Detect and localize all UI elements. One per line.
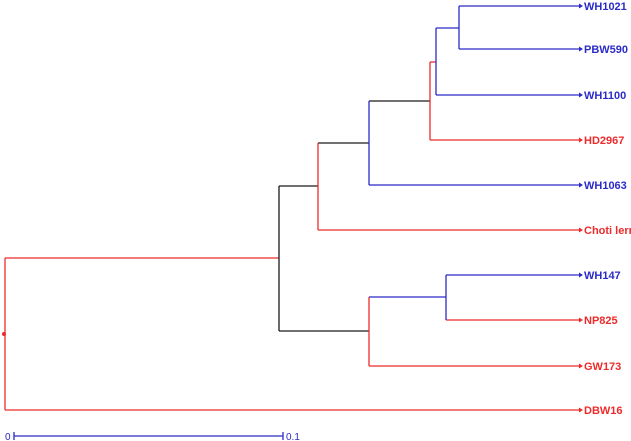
leaf-tip-marker [579,137,583,143]
leaf-tip-marker [579,3,583,9]
leaf-tip-marker [579,92,583,98]
leaf-label: WH1063 [584,180,627,192]
leaf-label: DBW16 [584,405,623,417]
leaf-tip-marker [579,227,583,233]
leaf-label: PBW590 [584,44,628,56]
leaf-tip-marker [579,46,583,52]
leaf-tip-marker [579,272,583,278]
leaf-tip-marker [579,363,583,369]
leaf-label: GW173 [584,361,621,373]
leaf-label: NP825 [584,315,618,327]
leaf-label: WH1100 [584,90,626,102]
scale-bar-end-label: 0.1 [286,432,300,441]
leaf-label: HD2967 [584,135,624,147]
dendrogram-branches [2,5,580,411]
leaf-label: WH147 [584,270,621,282]
leaf-tip-marker [579,317,583,323]
leaf-tip-marker [579,407,583,413]
leaf-label: Choti lerma [584,225,631,237]
leaf-label: WH1021 [584,1,627,13]
scale-bar-start-label: 0 [5,432,11,441]
root-node-dot [2,332,6,336]
leaf-tip-marker [579,182,583,188]
